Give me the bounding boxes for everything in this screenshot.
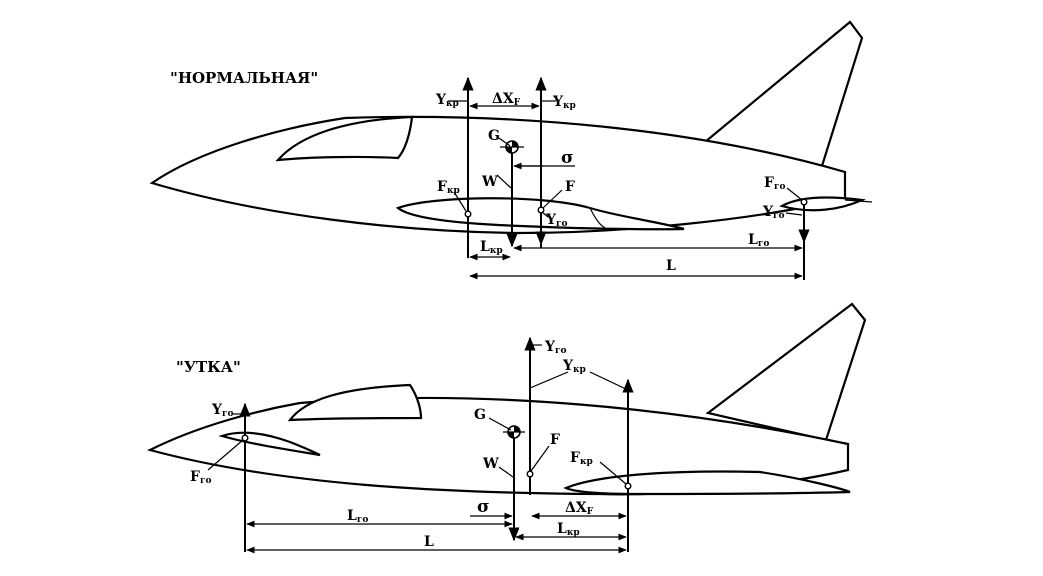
- canard-main-wing: [563, 470, 851, 496]
- normal-scheme: "НОРМАЛЬНАЯ": [149, 20, 873, 280]
- normal-f-leader: [542, 189, 563, 209]
- normal-fkr-label: Fкр: [437, 179, 460, 196]
- normal-cg-symbol: [500, 140, 524, 154]
- canard-fgo-label: Fго: [190, 469, 211, 486]
- canard-ykr-leader-2: [589, 371, 629, 391]
- normal-f-point: [537, 206, 545, 214]
- normal-l-label: L: [666, 258, 676, 274]
- canard-w-leader: [498, 466, 514, 478]
- canard-scheme: "УТКА": [146, 302, 867, 554]
- canard-ygo-nose-label: Yго: [211, 402, 234, 419]
- canard-fuselage: [146, 396, 850, 496]
- normal-g-leader: [498, 137, 511, 147]
- canard-sigma-label: σ: [477, 497, 490, 517]
- normal-ykr-left-label: Yкр: [435, 92, 459, 109]
- canard-fgo-leader: [207, 439, 244, 471]
- canard-f-leader: [530, 445, 550, 472]
- normal-canopy: [275, 115, 414, 162]
- normal-ygo-mid-leader: [541, 211, 549, 218]
- canard-fkr-point: [624, 482, 632, 490]
- canard-fgo-point: [241, 434, 249, 442]
- canard-l-label: L: [424, 534, 434, 550]
- normal-w-leader: [496, 174, 512, 189]
- normal-dxf-label: ΔXF: [492, 91, 521, 108]
- normal-ygo-tail-label: Yго: [762, 204, 785, 221]
- canard-g-leader: [488, 417, 512, 431]
- canard-canopy: [287, 383, 423, 422]
- normal-ykr-right-label: Yкр: [552, 94, 576, 111]
- normal-ygo-tail-leader: [785, 212, 803, 216]
- normal-fgo-label: Fго: [764, 175, 785, 192]
- canard-lkr-label: Lкр: [557, 521, 580, 538]
- normal-ygo-mid-label: Yго: [545, 212, 568, 229]
- canard-w-label: W: [482, 456, 499, 472]
- canard-dxf-label: ΔXF: [565, 500, 594, 517]
- canard-ykr-label: Yкр: [562, 358, 586, 375]
- canard-vertical-tail: [705, 302, 867, 442]
- normal-lkr-label: Lкр: [480, 239, 503, 256]
- normal-fgo-point: [800, 198, 808, 206]
- canard-ykr-leader-1: [529, 371, 569, 389]
- normal-fkr-leader: [453, 191, 467, 212]
- normal-lgo-label: Lго: [748, 232, 769, 249]
- canard-lgo-label: Lго: [347, 508, 368, 525]
- normal-f-label: F: [565, 179, 575, 195]
- canard-f-point: [526, 470, 534, 478]
- canard-cg-symbol: [503, 425, 525, 439]
- canard-f-label: F: [550, 432, 560, 448]
- normal-w-label: W: [481, 174, 498, 190]
- canard-fkr-leader: [599, 461, 627, 485]
- canard-g-label: G: [474, 407, 486, 423]
- normal-wing-root-line: [589, 207, 606, 229]
- normal-tail-tip: [844, 199, 873, 203]
- normal-title: "НОРМАЛЬНАЯ": [170, 69, 318, 87]
- normal-sigma-label: σ: [561, 148, 574, 168]
- normal-fgo-leader: [786, 187, 803, 201]
- normal-g-label: G: [488, 128, 500, 144]
- canard-ygo-top-label: Yго: [544, 339, 567, 356]
- canard-title: "УТКА": [176, 358, 241, 376]
- canard-fkr-label: Fкр: [570, 450, 593, 467]
- normal-fkr-point: [464, 210, 472, 218]
